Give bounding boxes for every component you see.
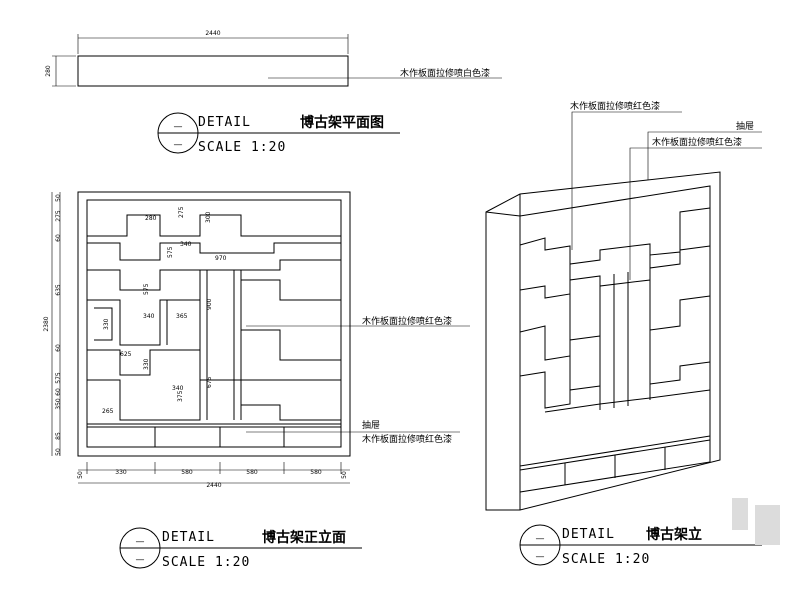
inner-dim-14: 340 <box>172 385 184 392</box>
bottom-dim-5: 50 <box>341 471 348 479</box>
plan-title-block: — — DETAIL 博古架平面图 SCALE 1:20 <box>157 112 400 155</box>
iso-title-block: — — DETAIL 博古架立 SCALE 1:20 <box>519 524 762 567</box>
plan-symbol-bottom: — <box>174 140 183 150</box>
plan-width-dim: 2440 <box>205 30 220 37</box>
iso-callout-1: 木作板面拉修喷红色漆 <box>570 100 660 112</box>
iso-callout-2: 抽屉 <box>736 120 754 132</box>
left-dim-2: 60 <box>55 234 62 242</box>
bottom-dim-1: 330 <box>115 469 127 476</box>
inner-dim-2: 300 <box>205 211 212 223</box>
front-total-width: 2440 <box>206 482 221 489</box>
iso-callout-3: 木作板面拉修喷红色漆 <box>652 136 742 148</box>
inner-dim-6: 970 <box>215 255 227 262</box>
front-title-detail: DETAIL <box>162 530 215 545</box>
plan-scale: SCALE 1:20 <box>198 140 286 155</box>
inner-dim-11: 900 <box>206 298 213 310</box>
front-left-dims: 50 275 60 635 60 575 60 350 85 50 2380 <box>43 194 62 456</box>
front-bottom-dims: 50 330 580 580 580 50 2440 <box>77 469 348 489</box>
left-dim-1: 275 <box>55 210 62 222</box>
plan-title-cn: 博古架平面图 <box>300 114 384 131</box>
left-dim-5: 575 <box>55 372 62 384</box>
iso-symbol-top: — <box>536 534 545 544</box>
bottom-dim-3: 580 <box>246 469 258 476</box>
inner-dim-16: 675 <box>206 376 213 388</box>
inner-dim-13: 330 <box>143 358 150 370</box>
front-symbol-bottom: — <box>136 555 145 565</box>
inner-dim-3: 340 <box>180 241 192 248</box>
inner-dim-17: 265 <box>102 408 114 415</box>
front-callout-2a: 抽屉 <box>362 419 380 431</box>
inner-dim-1: 275 <box>178 206 185 218</box>
left-dim-3: 635 <box>55 284 62 296</box>
front-total-height: 2380 <box>43 316 50 331</box>
inner-dim-12: 625 <box>120 351 132 358</box>
left-dim-8: 85 <box>55 432 62 440</box>
plan-title-detail: DETAIL <box>198 115 251 130</box>
inner-dim-10: 575 <box>143 283 150 295</box>
bottom-dim-4: 580 <box>310 469 322 476</box>
front-inner-dims: 280 275 300 340 575 970 330 340 365 575 … <box>102 206 227 415</box>
front-title-block: — — DETAIL 博古架正立面 SCALE 1:20 <box>119 527 362 570</box>
front-view: 50 275 60 635 60 575 60 350 85 50 2380 2… <box>43 191 470 570</box>
inner-dim-15: 375 <box>177 390 184 402</box>
watermark-logo <box>732 498 780 545</box>
front-title-cn: 博古架正立面 <box>262 529 346 546</box>
left-dim-0: 50 <box>55 194 62 202</box>
left-dim-6: 60 <box>55 388 62 396</box>
front-scale: SCALE 1:20 <box>162 555 250 570</box>
iso-title-cn: 博古架立 <box>646 526 702 543</box>
inner-dim-8: 340 <box>143 313 155 320</box>
front-callout-1: 木作板面拉修喷红色漆 <box>362 315 452 327</box>
front-callout-2b: 木作板面拉修喷红色漆 <box>362 433 452 445</box>
plan-symbol-top: — <box>174 122 183 132</box>
plan-depth-dim: 280 <box>45 65 52 77</box>
inner-dim-9: 365 <box>176 313 188 320</box>
plan-rect <box>77 55 349 87</box>
bottom-dim-0: 50 <box>77 471 84 479</box>
iso-scale: SCALE 1:20 <box>562 552 650 567</box>
inner-dim-4: 575 <box>167 246 174 258</box>
iso-title-detail: DETAIL <box>562 527 615 542</box>
left-dim-4: 60 <box>55 344 62 352</box>
plan-view: 2440 280 木作板面拉修喷白色漆 — — DETAIL 博古架平面图 SC… <box>45 30 502 155</box>
plan-callout: 木作板面拉修喷白色漆 <box>400 67 490 79</box>
iso-symbol-bottom: — <box>536 552 545 562</box>
iso-view: 木作板面拉修喷红色漆 抽屉 木作板面拉修喷红色漆 — — DETAIL 博古架立… <box>485 100 780 567</box>
inner-dim-0: 280 <box>145 215 157 222</box>
bottom-dim-2: 580 <box>181 469 193 476</box>
inner-dim-7: 330 <box>103 318 110 330</box>
left-dim-9: 50 <box>55 448 62 456</box>
left-dim-7: 350 <box>55 398 62 410</box>
front-symbol-top: — <box>136 537 145 547</box>
